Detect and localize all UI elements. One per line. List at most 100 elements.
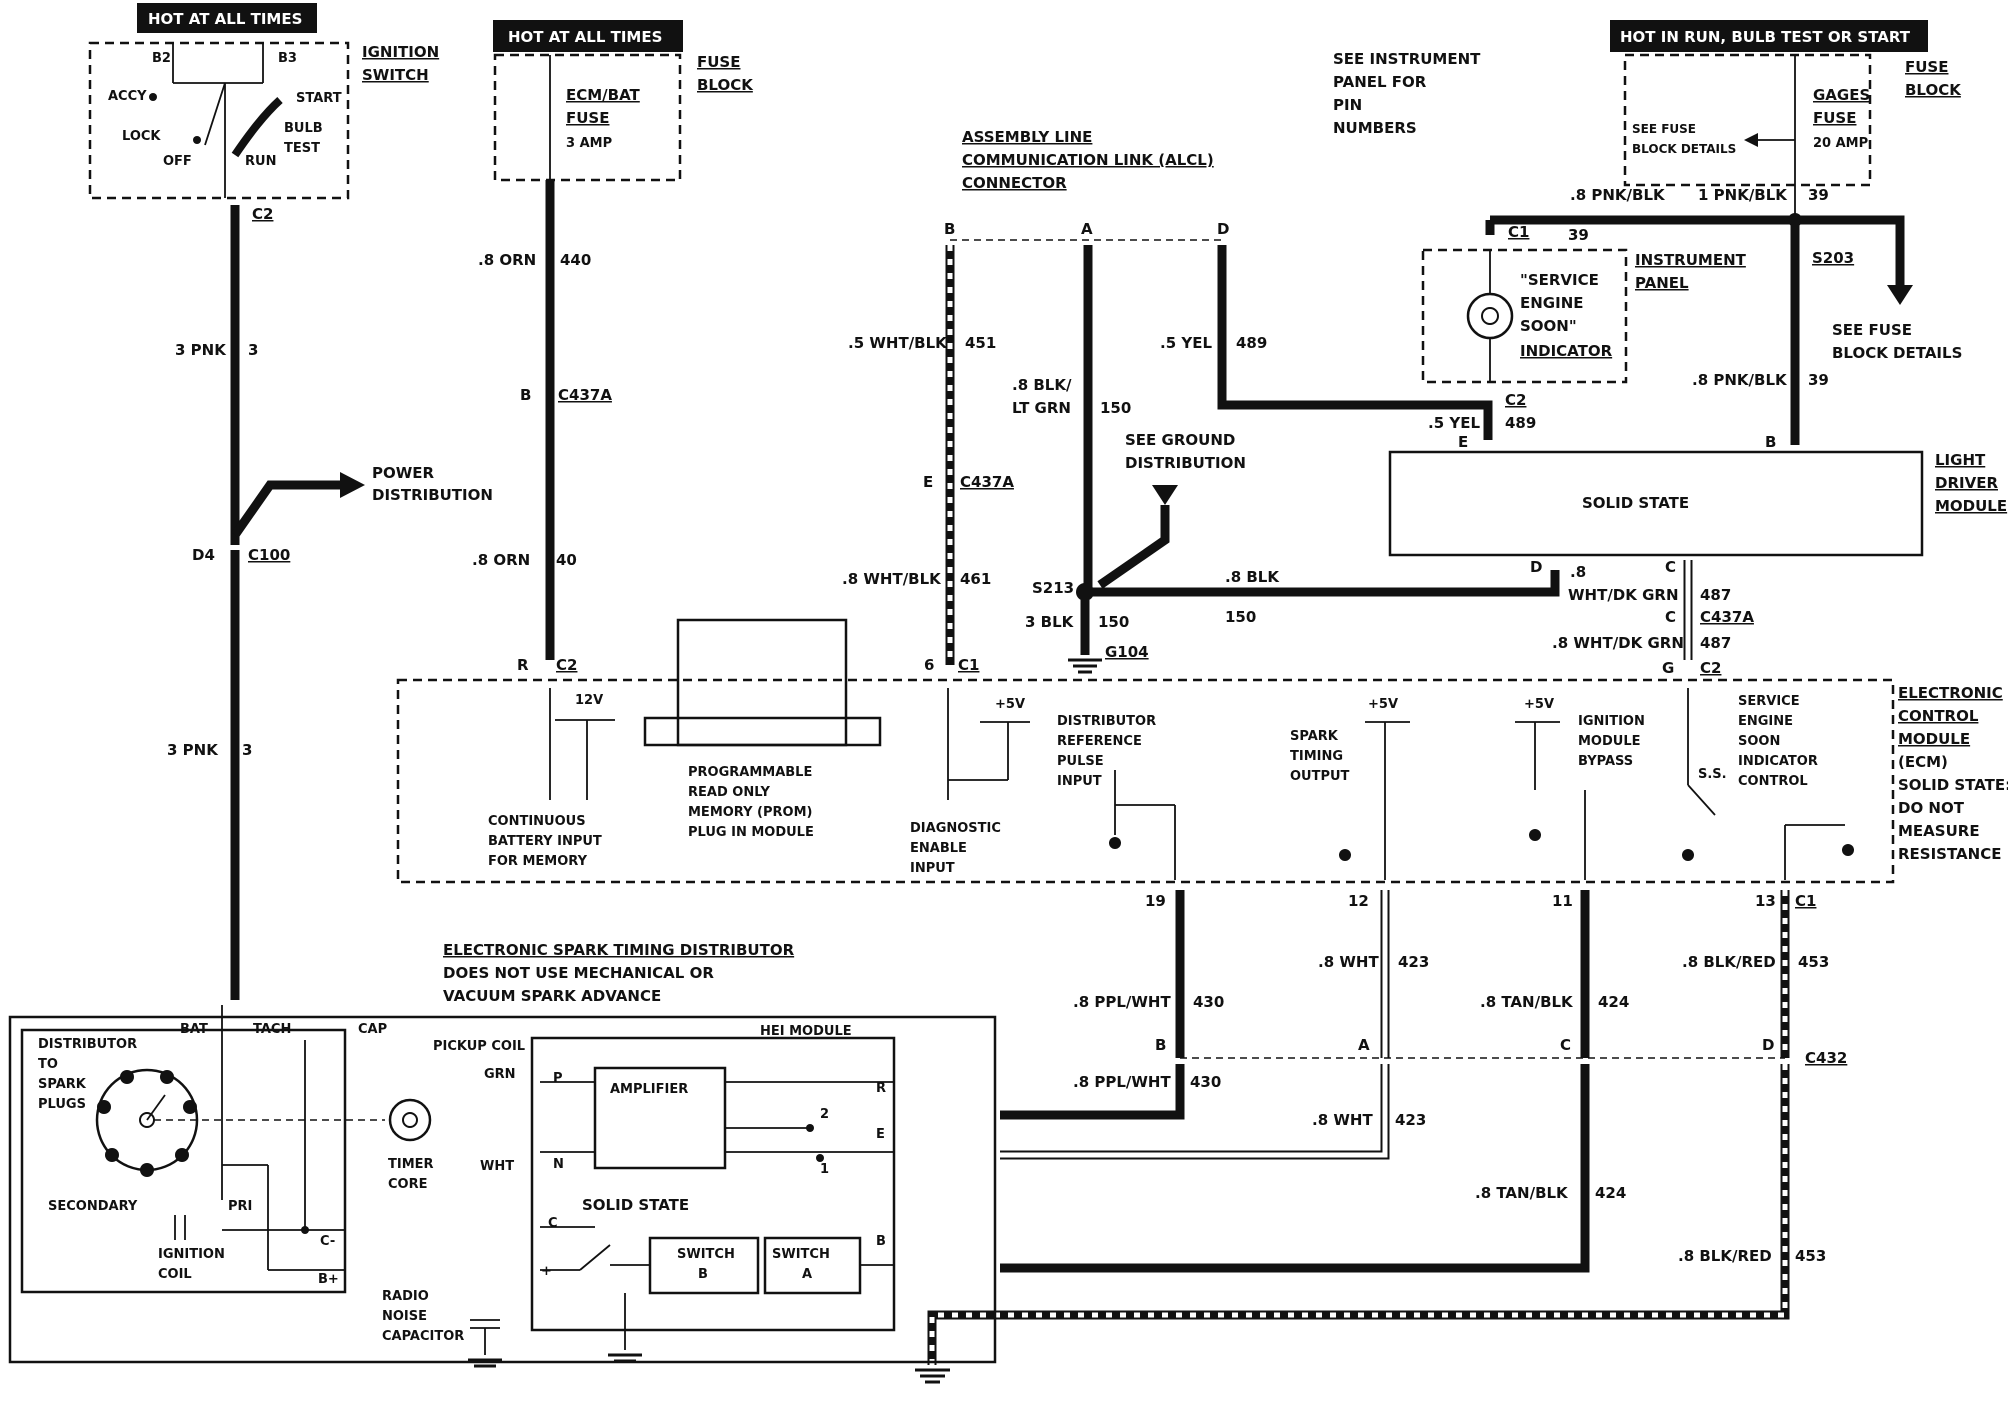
alcl-circuit-150: 150	[1100, 399, 1131, 417]
panel-wire-489: .5 YEL	[1428, 414, 1480, 432]
lw-circuit-430: 430	[1193, 993, 1224, 1011]
ecm-title-3: MODULE	[1898, 730, 1970, 748]
hei-p: P	[553, 1071, 563, 1086]
ldm-c: C	[1665, 558, 1676, 576]
ldm-label: SOLID STATE	[1582, 494, 1689, 512]
hei-r: R	[876, 1081, 886, 1096]
panel-c2: C2	[1505, 391, 1526, 409]
ecm-diag-2: ENABLE	[910, 841, 967, 856]
ign-wire-1-circuit: 3	[248, 341, 258, 359]
header-hot-run: HOT IN RUN, BULB TEST OR START	[1610, 20, 1928, 52]
fuse-block-title-2: BLOCK	[697, 76, 754, 94]
gages-see-2: BLOCK DETAILS	[1632, 142, 1736, 156]
ecm-spark-3: OUTPUT	[1290, 769, 1350, 784]
orn-b: B	[520, 386, 531, 404]
ldm-title-3: MODULE	[1935, 497, 2007, 515]
orn-r: R	[517, 656, 529, 674]
orn-wire-2: .8 ORN	[472, 551, 530, 569]
hei-b: B	[876, 1234, 886, 1249]
dist-secondary: SECONDARY	[48, 1199, 138, 1214]
lw-wire-423b: .8 WHT	[1312, 1111, 1373, 1129]
lw-circuit-430b: 430	[1190, 1073, 1221, 1091]
dist-coil-1: IGNITION	[158, 1247, 225, 1262]
ecm-note-4: RESISTANCE	[1898, 845, 2001, 863]
header-hot-ignition-text: HOT AT ALL TIMES	[148, 10, 302, 28]
ground-s213: S213	[1032, 579, 1074, 597]
alcl-connector: ASSEMBLY LINE COMMUNICATION LINK (ALCL) …	[842, 128, 1493, 674]
hei-plus: +	[541, 1264, 552, 1279]
ground-circuit-blk: 150	[1225, 608, 1256, 626]
ign-test: TEST	[284, 141, 320, 156]
dist-label-3: SPARK	[38, 1077, 87, 1092]
dist-label-4: PLUGS	[38, 1097, 86, 1112]
lw-circuit-423b: 423	[1395, 1111, 1426, 1129]
ecm-title-1: ELECTRONIC	[1898, 684, 2003, 702]
ind-2: ENGINE	[1520, 294, 1584, 312]
lw-c: C	[1560, 1036, 1571, 1054]
ign-wire-2: 3 PNK	[167, 741, 219, 759]
ground-distribution: SEE GROUND DISTRIBUTION S213 .8 BLK 150 …	[1025, 431, 1560, 674]
gages-c1: C1	[1508, 223, 1529, 241]
ecm-cont-3: FOR MEMORY	[488, 854, 588, 869]
ign-c100: C100	[248, 546, 290, 564]
ecm-prom-4: PLUG IN MODULE	[688, 825, 814, 840]
gages-block-2: BLOCK	[1905, 81, 1962, 99]
ldm-b: B	[1765, 433, 1776, 451]
ground-circuit-3blk: 150	[1098, 613, 1129, 631]
ecm-prom-2: READ ONLY	[688, 785, 770, 800]
dist-label-2: TO	[38, 1057, 58, 1072]
dist-title-2: DOES NOT USE MECHANICAL OR	[443, 964, 714, 982]
alcl-circuit-461: 461	[960, 570, 991, 588]
ecm-ses-5: CONTROL	[1738, 774, 1808, 789]
dist-grn: GRN	[484, 1067, 516, 1082]
ind-3: SOON"	[1520, 317, 1577, 335]
hei-c: C	[548, 1216, 558, 1231]
panel-title-2: PANEL	[1635, 274, 1689, 292]
gages-wire-left: .8 PNK/BLK	[1570, 186, 1666, 204]
alcl-e: E	[923, 473, 933, 491]
gages-wire-down: .8 PNK/BLK	[1692, 371, 1788, 389]
ldm-wire-d-1: .8	[1570, 563, 1586, 581]
dist-pickup: PICKUP COIL	[433, 1039, 525, 1054]
lw-circuit-453b: 453	[1795, 1247, 1826, 1265]
lw-wire-430b: .8 PPL/WHT	[1073, 1073, 1171, 1091]
ldm-circuit-487a: 487	[1700, 586, 1731, 604]
ecm-note-3: MEASURE	[1898, 822, 1980, 840]
dist-wht: WHT	[480, 1159, 514, 1174]
ecm-dist-4: INPUT	[1057, 774, 1102, 789]
header-hot-ignition: HOT AT ALL TIMES	[137, 3, 317, 33]
gages-see2-1: SEE FUSE	[1832, 321, 1912, 339]
ecm-ss: S.S.	[1698, 767, 1727, 782]
gages-see-1: SEE FUSE	[1632, 122, 1696, 136]
ground-see-1: SEE GROUND	[1125, 431, 1235, 449]
ecm-cont-2: BATTERY INPUT	[488, 834, 602, 849]
ecm-prom-1: PROGRAMMABLE	[688, 765, 812, 780]
ign-d4: D4	[192, 546, 215, 564]
gages-fuse-2: FUSE	[1813, 109, 1856, 127]
lw-a: A	[1358, 1036, 1370, 1054]
dist-c-minus: C-	[320, 1234, 335, 1249]
hei-e: E	[876, 1127, 885, 1142]
power-dist-1: POWER	[372, 464, 435, 482]
ign-run: RUN	[245, 154, 276, 169]
ecm-12v: 12V	[575, 693, 603, 708]
panel-circuit-489: 489	[1505, 414, 1536, 432]
dist-coil-2: COIL	[158, 1267, 192, 1282]
lw-b: B	[1155, 1036, 1166, 1054]
dist-radio-2: NOISE	[382, 1309, 427, 1324]
dist-b-plus: B+	[318, 1272, 339, 1287]
inst-note-4: NUMBERS	[1333, 119, 1417, 137]
ecm-dist-2: REFERENCE	[1057, 734, 1142, 749]
ecm-fuse-amp: 3 AMP	[566, 136, 612, 151]
ecm-dist-3: PULSE	[1057, 754, 1104, 769]
lw-wire-424: .8 TAN/BLK	[1480, 993, 1574, 1011]
ign-b3: B3	[278, 51, 297, 66]
gages-fuse-amp: 20 AMP	[1813, 136, 1868, 151]
hei-pos-2: 2	[820, 1107, 829, 1122]
ecm-note-1: SOLID STATE:	[1898, 776, 2008, 794]
ign-title-2: SWITCH	[362, 66, 429, 84]
ground-wire-3blk: 3 BLK	[1025, 613, 1075, 631]
lw-circuit-424: 424	[1598, 993, 1629, 1011]
ecm-fuse-name-1: ECM/BAT	[566, 86, 641, 104]
